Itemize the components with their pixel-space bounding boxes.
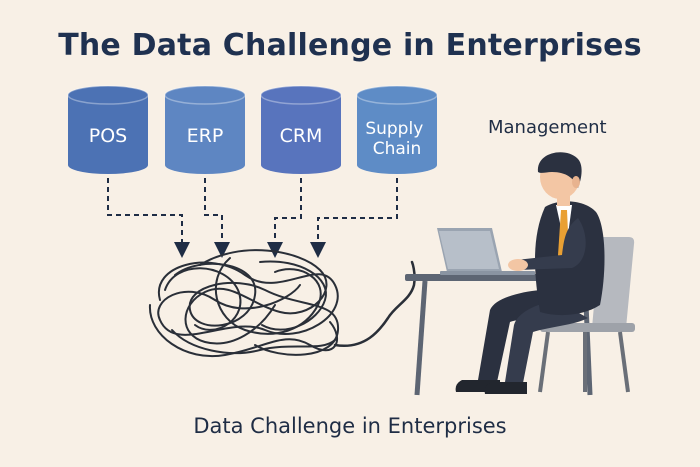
- tangled-data-icon: [148, 249, 416, 358]
- database-label-pos: POS: [89, 125, 127, 147]
- database-icon-erp: ERP: [164, 85, 246, 174]
- laptop-icon: [437, 228, 535, 275]
- page-title: The Data Challenge in Enterprises: [58, 28, 642, 63]
- database-icon-crm: CRM: [260, 85, 342, 174]
- database-label-crm: CRM: [280, 125, 323, 147]
- management-label: Management: [488, 117, 607, 138]
- person-at-laptop-icon: [455, 152, 605, 394]
- arrow-pos: [107, 178, 190, 258]
- diagram-caption: Data Challenge in Enterprises: [193, 414, 507, 438]
- arrow-crm: [267, 178, 302, 258]
- database-label-erp: ERP: [187, 125, 224, 147]
- database-label-supply-chain: Supply Chain: [365, 119, 428, 159]
- database-icon-pos: POS: [67, 85, 149, 174]
- data-flow-arrows: [107, 178, 398, 258]
- arrow-erp: [204, 178, 230, 258]
- database-icon-supply-chain: Supply Chain: [356, 85, 438, 174]
- arrow-supply-chain: [310, 178, 398, 258]
